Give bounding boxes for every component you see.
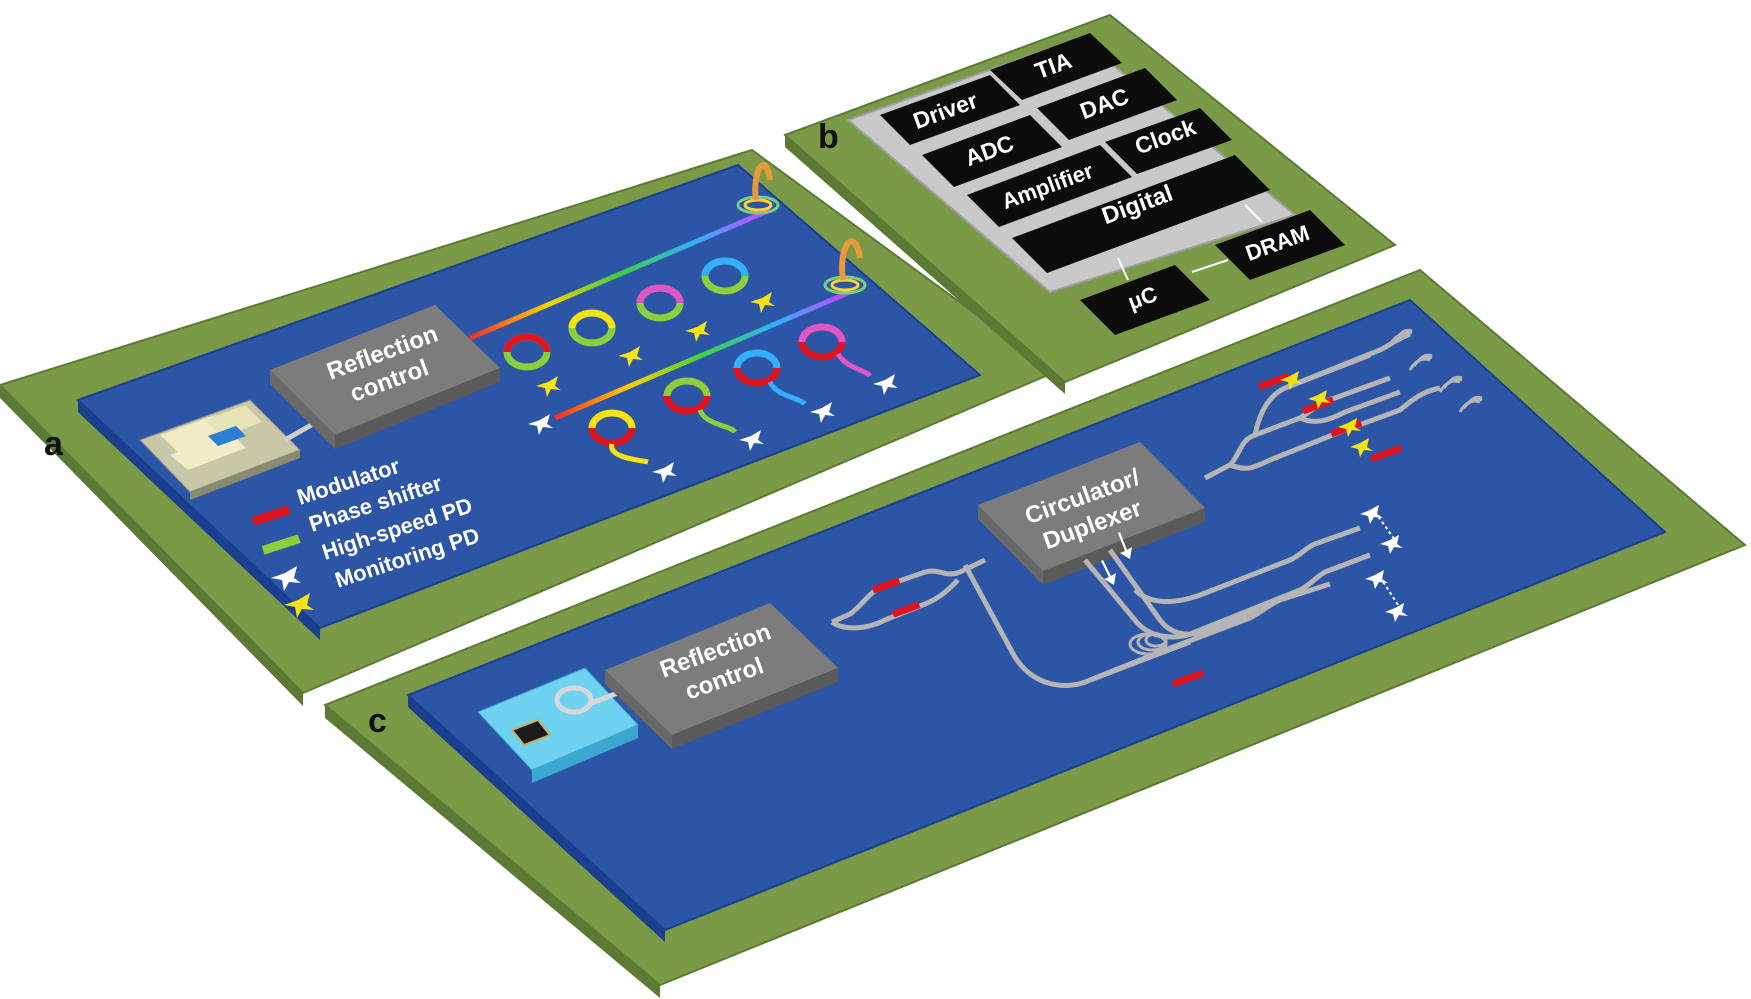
panel-b: b Driver TIA ADC DAC Amplifier Clock — [783, 13, 1397, 394]
ring-resonator — [588, 409, 677, 483]
panel-c-letter: c — [368, 702, 387, 740]
panel-a-board-side — [0, 385, 303, 706]
monitoring-pd-icon — [1280, 371, 1303, 390]
legend-high-speed-pd-icon — [271, 566, 301, 591]
panel-a-letter: a — [44, 425, 64, 463]
arrow-down-icon — [1101, 560, 1116, 585]
monitoring-pd-icon — [536, 376, 561, 397]
high-speed-pd-icon — [873, 374, 898, 395]
high-speed-pd-icon — [1385, 603, 1408, 622]
monitoring-pd-icon — [1308, 390, 1331, 409]
high-speed-pd-icon — [652, 462, 677, 483]
high-speed-pd-icon — [1380, 535, 1403, 554]
legend-modulator-swatch — [251, 505, 291, 526]
waveguide-lower — [554, 289, 851, 421]
monitoring-pd-icon — [750, 292, 775, 313]
high-speed-pd-icon — [1365, 570, 1388, 589]
panel-b-letter: b — [818, 118, 839, 156]
high-speed-pd-icon — [810, 402, 835, 423]
ring-resonator — [663, 377, 764, 451]
waveguide-upper — [469, 207, 771, 341]
pd-dashes — [1374, 511, 1401, 609]
modulator — [1369, 444, 1403, 463]
high-speed-pd-icon — [528, 414, 553, 435]
panel-b-board-side — [785, 135, 1065, 394]
ring-row-upper — [503, 257, 775, 397]
tia-block: TIA — [990, 33, 1122, 100]
reflection-control-a: Reflection control — [270, 305, 500, 449]
ring-resonator — [503, 333, 561, 397]
modulator — [1257, 372, 1291, 391]
bus-arrows — [1117, 204, 1263, 281]
monitoring-pd-icon — [1350, 438, 1373, 457]
modulator — [891, 601, 921, 618]
ring-resonator — [701, 257, 775, 313]
delay-spiral — [1128, 632, 1168, 656]
panel-c: c Reflection control Circulator/ Duplexe… — [323, 268, 1747, 998]
arrow-down-icon — [1118, 532, 1132, 559]
uc-dram-arrow — [1191, 259, 1229, 273]
laser-die — [139, 399, 301, 500]
legend-monitoring-pd-icon — [284, 593, 314, 618]
ring-row-lower — [528, 323, 898, 483]
ring-resonator — [798, 323, 898, 395]
modulator — [1171, 669, 1205, 688]
monitoring-pd-icon — [618, 346, 643, 367]
ring-resonator — [733, 349, 835, 423]
panel-c-chip-side — [408, 695, 665, 942]
uc-block: μC — [1080, 265, 1210, 335]
panel-c-board-side — [325, 705, 660, 998]
monitoring-pd-icon — [1338, 418, 1361, 437]
ring-resonator — [568, 309, 643, 367]
panel-a-chip-side — [78, 400, 320, 640]
high-speed-pd-icon — [1360, 505, 1383, 524]
monitoring-pd-icon — [685, 321, 710, 342]
high-speed-pds-c — [1360, 505, 1408, 622]
legend-phase-shifter-swatch — [261, 534, 301, 555]
ring-resonator — [636, 284, 710, 342]
grating-couplers-c — [1388, 328, 1483, 413]
grating-coupler-upper — [736, 162, 780, 215]
high-speed-pd-icon — [739, 430, 764, 451]
monitoring-pds-c — [1280, 371, 1373, 457]
circulator-arrows — [1101, 532, 1132, 585]
grating-coupler-lower — [823, 238, 867, 295]
modulator — [871, 577, 901, 594]
digital-dram-arrow — [1244, 204, 1263, 223]
panel-a: a Reflection control — [0, 148, 1058, 706]
adc-block: ADC — [922, 115, 1062, 187]
digital-uc-arrow — [1117, 257, 1129, 281]
